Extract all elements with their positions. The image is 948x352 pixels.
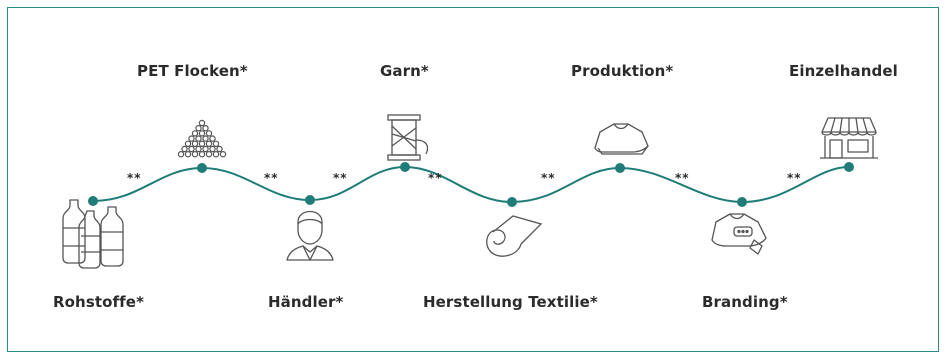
fabric-roll-icon xyxy=(486,215,543,257)
pellet xyxy=(202,135,209,142)
store-icon xyxy=(820,117,878,159)
node-branding xyxy=(737,197,747,207)
pellet xyxy=(212,140,220,147)
pellet xyxy=(188,145,195,153)
connector-mark: ** xyxy=(541,171,556,185)
stage-label-herstellung-textilie: Herstellung Textilie* xyxy=(423,293,598,311)
connector-mark: ** xyxy=(428,171,443,185)
pellet xyxy=(198,140,206,147)
pellet xyxy=(205,150,213,158)
pellet xyxy=(195,145,202,153)
pellets-icon xyxy=(177,119,227,158)
pellet xyxy=(202,124,209,132)
stage-label-branding: Branding* xyxy=(702,293,788,311)
stage-label-haendler: Händler* xyxy=(268,293,344,311)
pellet xyxy=(191,150,199,158)
pellet xyxy=(191,140,199,147)
pellet xyxy=(209,135,216,142)
pellet xyxy=(205,140,213,147)
pellet xyxy=(195,124,202,132)
folded-shirt-icon xyxy=(594,123,649,155)
pellet xyxy=(191,130,199,137)
stage-label-produktion: Produktion* xyxy=(571,62,674,80)
diagram-frame xyxy=(7,7,939,352)
supply-chain-wave xyxy=(92,165,850,204)
node-einzelhandel xyxy=(844,162,854,172)
bottles-icon xyxy=(62,199,124,269)
stage-label-pet-flocken: PET Flocken* xyxy=(137,62,248,80)
pellet xyxy=(198,119,206,127)
pellet xyxy=(198,130,206,137)
pellet xyxy=(181,145,188,153)
stage-label-einzelhandel: Einzelhandel xyxy=(789,62,898,80)
connector-mark: ** xyxy=(127,171,142,185)
spool-icon xyxy=(387,114,429,161)
pellet xyxy=(216,145,223,153)
pellet xyxy=(205,130,213,137)
node-pet-flocken xyxy=(197,163,207,173)
shirt-tag-icon xyxy=(711,213,767,255)
pellet xyxy=(212,150,220,158)
node-haendler xyxy=(305,195,315,205)
connector-mark: ** xyxy=(787,171,802,185)
node-garn xyxy=(400,162,410,172)
node-herstellung-textilie xyxy=(507,197,517,207)
pellet xyxy=(209,145,216,153)
node-produktion xyxy=(615,163,625,173)
connector-mark: ** xyxy=(333,171,348,185)
stage-label-rohstoffe: Rohstoffe* xyxy=(53,293,145,311)
stage-label-garn: Garn* xyxy=(380,62,429,80)
pellet xyxy=(184,150,192,158)
person-icon xyxy=(286,210,334,261)
pellet xyxy=(198,150,206,158)
pellet xyxy=(184,140,192,147)
connector-mark: ** xyxy=(675,171,690,185)
connector-mark: ** xyxy=(264,171,279,185)
pellet xyxy=(202,145,209,153)
node-rohstoffe xyxy=(88,196,98,206)
pellet xyxy=(195,135,202,142)
pellet xyxy=(188,135,195,142)
pellet xyxy=(219,150,227,158)
supply-chain-diagram xyxy=(62,114,878,269)
pellet xyxy=(177,150,185,158)
